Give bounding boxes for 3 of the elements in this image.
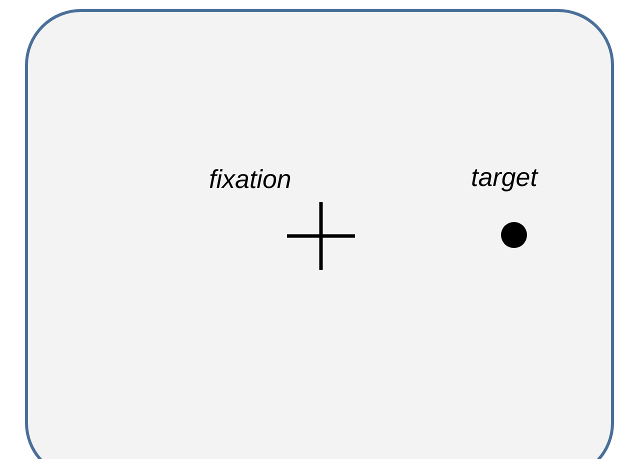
screen-frame <box>25 9 614 459</box>
stimulus-label: fixation <box>209 166 292 192</box>
stimulus-label: target <box>471 164 538 190</box>
